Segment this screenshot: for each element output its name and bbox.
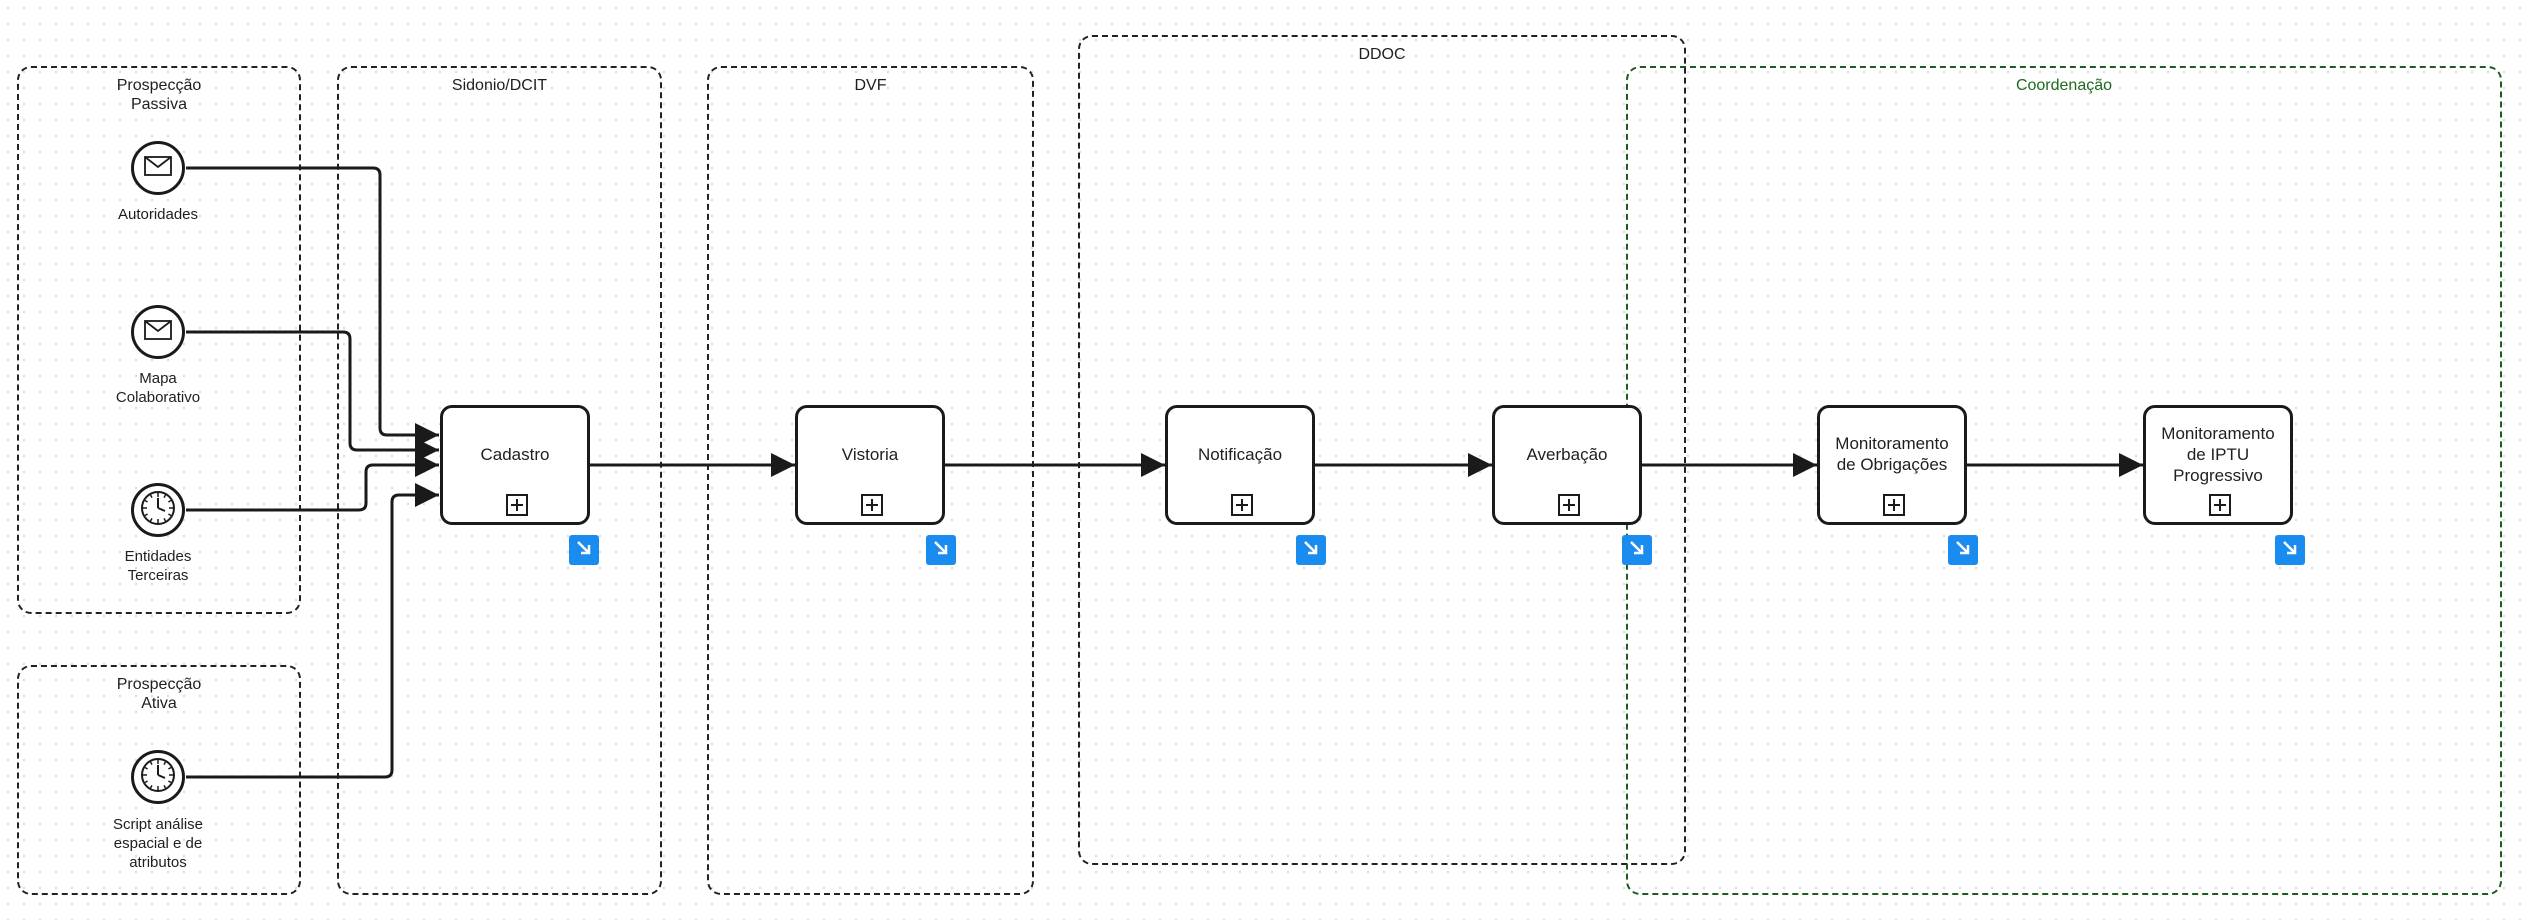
arrow-down-right-icon xyxy=(1628,539,1646,562)
pool-label: Coordenação xyxy=(2015,77,2113,94)
task-averbacao[interactable]: Averbação xyxy=(1492,405,1642,525)
event-label-script-analise: Script análise espacial e de atributos xyxy=(112,816,204,871)
clock-icon xyxy=(139,489,177,532)
flow-script-cadastro xyxy=(186,483,439,779)
pool-label: DDOC xyxy=(1358,46,1406,63)
pool-ddoc[interactable]: DDOC xyxy=(1078,35,1686,865)
subprocess-expand-icon[interactable] xyxy=(1883,494,1905,516)
clock-icon xyxy=(139,756,177,799)
subprocess-expand-icon[interactable] xyxy=(506,494,528,516)
start-event-autoridades[interactable] xyxy=(131,141,185,195)
pool-dvf[interactable]: DVF xyxy=(707,66,1034,895)
drill-down-iptu-button[interactable] xyxy=(2275,535,2305,565)
drill-down-vistoria-button[interactable] xyxy=(926,535,956,565)
task-monitoramento-obrigacoes[interactable]: Monitoramento de Obrigações xyxy=(1817,405,1967,525)
arrow-down-right-icon xyxy=(932,539,950,562)
pool-sidonio-dcit[interactable]: Sidonio/DCIT xyxy=(337,66,662,895)
drill-down-averbacao-button[interactable] xyxy=(1622,535,1652,565)
start-event-mapa-colaborativo[interactable] xyxy=(131,305,185,359)
pool-label: DVF xyxy=(854,77,887,94)
flow-mapa-cadastro xyxy=(186,330,439,462)
task-label: Notificação xyxy=(1197,444,1283,464)
drill-down-notificacao-button[interactable] xyxy=(1296,535,1326,565)
drill-down-obrigacoes-button[interactable] xyxy=(1948,535,1978,565)
task-vistoria[interactable]: Vistoria xyxy=(795,405,945,525)
task-label: Monitoramento de IPTU Progressivo xyxy=(2161,423,2275,485)
envelope-icon xyxy=(144,319,172,345)
start-event-entidades-terceiras[interactable] xyxy=(131,483,185,537)
task-label: Monitoramento de Obrigações xyxy=(1835,434,1949,474)
pool-label: Sidonio/DCIT xyxy=(451,77,548,94)
task-cadastro[interactable]: Cadastro xyxy=(440,405,590,525)
arrow-down-right-icon xyxy=(2281,539,2299,562)
task-monitoramento-iptu[interactable]: Monitoramento de IPTU Progressivo xyxy=(2143,405,2293,525)
start-event-script-analise[interactable] xyxy=(131,750,185,804)
flow-entidades-cadastro xyxy=(186,453,439,512)
event-label-autoridades: Autoridades xyxy=(117,206,199,223)
flow-autoridades-cadastro xyxy=(186,166,439,447)
envelope-icon xyxy=(144,155,172,181)
pool-prospeccao-ativa[interactable]: Prospecção Ativa xyxy=(17,665,301,895)
arrow-down-right-icon xyxy=(1302,539,1320,562)
subprocess-expand-icon[interactable] xyxy=(1231,494,1253,516)
task-label: Cadastro xyxy=(480,444,550,464)
drill-down-cadastro-button[interactable] xyxy=(569,535,599,565)
event-label-mapa-colaborativo: Mapa Colaborativo xyxy=(115,370,201,406)
task-notificacao[interactable]: Notificação xyxy=(1165,405,1315,525)
arrow-down-right-icon xyxy=(575,539,593,562)
arrow-down-right-icon xyxy=(1954,539,1972,562)
pool-label: Prospecção Passiva xyxy=(116,77,202,113)
pool-label: Prospecção Ativa xyxy=(116,676,202,712)
pool-prospeccao-passiva[interactable]: Prospecção Passiva xyxy=(17,66,301,614)
task-label: Averbação xyxy=(1526,444,1608,464)
subprocess-expand-icon[interactable] xyxy=(1558,494,1580,516)
task-label: Vistoria xyxy=(841,444,899,464)
event-label-entidades-terceiras: Entidades Terceiras xyxy=(124,548,192,584)
subprocess-expand-icon[interactable] xyxy=(2209,494,2231,516)
subprocess-expand-icon[interactable] xyxy=(861,494,883,516)
